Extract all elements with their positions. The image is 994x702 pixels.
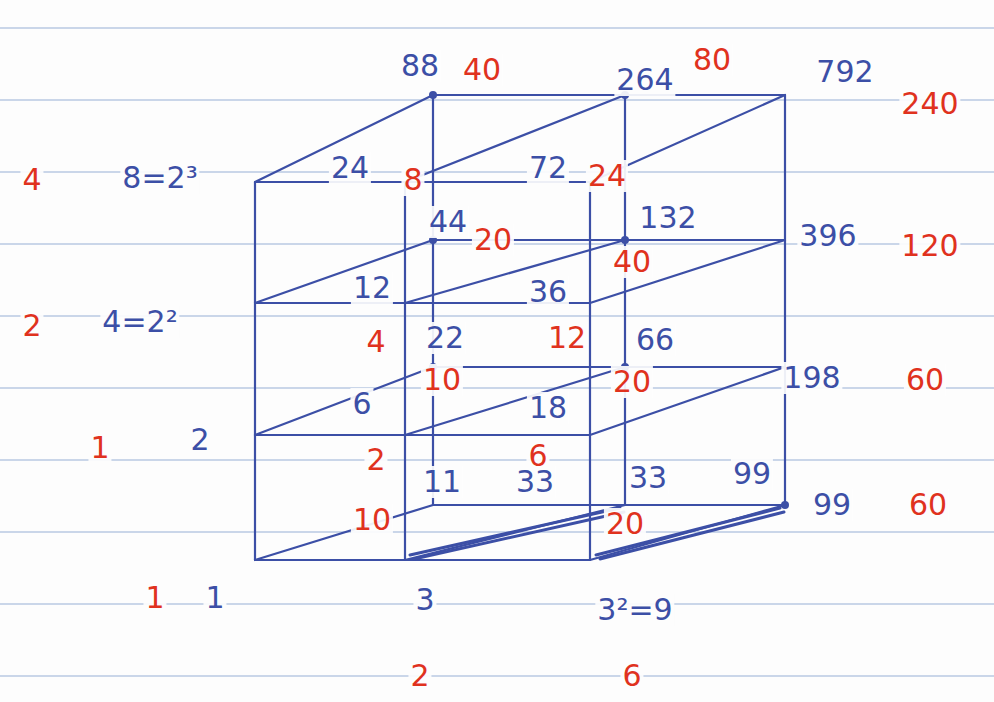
lattice-label: 80 xyxy=(691,44,733,76)
lattice-label: 99 xyxy=(731,458,773,490)
lattice-label: 18 xyxy=(527,392,569,424)
lattice-label: 10 xyxy=(351,504,393,536)
lattice-label: 72 xyxy=(527,152,569,184)
lattice-label: 24 xyxy=(586,160,628,192)
lattice-label: 22 xyxy=(424,322,466,354)
lattice-label: 132 xyxy=(637,202,698,234)
lattice-label: 66 xyxy=(634,324,676,356)
lattice-label: 4=2² xyxy=(100,306,179,338)
lattice-label: 240 xyxy=(899,88,960,120)
lattice-label: 396 xyxy=(797,220,858,252)
lattice-label: 3²=9 xyxy=(595,594,674,626)
lattice-label: 12 xyxy=(546,322,588,354)
lattice-label: 40 xyxy=(461,54,503,86)
lattice-label: 60 xyxy=(907,489,949,521)
lattice-label: 1 xyxy=(203,582,226,614)
lattice-label: 1 xyxy=(143,582,166,614)
lattice-label: 120 xyxy=(899,230,960,262)
ruled-lines xyxy=(0,28,994,676)
lattice-label: 2 xyxy=(188,424,211,456)
lattice-label: 10 xyxy=(421,364,463,396)
lattice-label: 3 xyxy=(413,584,436,616)
lattice-label: 88 xyxy=(399,50,441,82)
lattice-label: 20 xyxy=(472,224,514,256)
lattice-label: 8=2³ xyxy=(120,162,199,194)
lattice-label: 44 xyxy=(427,206,469,238)
lattice-label: 198 xyxy=(781,362,842,394)
lattice-label: 2 xyxy=(20,310,43,342)
lattice-label: 264 xyxy=(614,64,675,96)
lattice-label: 2 xyxy=(364,444,387,476)
lattice-label: 33 xyxy=(514,466,556,498)
lattice-label: 20 xyxy=(604,508,646,540)
lattice-edges xyxy=(255,95,785,560)
lattice-label: 60 xyxy=(904,364,946,396)
lattice-label: 11 xyxy=(421,466,463,498)
lattice-label: 24 xyxy=(329,152,371,184)
lattice-label: 6 xyxy=(350,388,373,420)
lattice-label: 12 xyxy=(351,272,393,304)
lattice-label: 20 xyxy=(611,366,653,398)
lattice-label: 4 xyxy=(20,164,43,196)
lattice-label: 4 xyxy=(364,326,387,358)
lattice-label: 2 xyxy=(408,660,431,692)
lattice-label: 36 xyxy=(527,276,569,308)
lattice-label: 33 xyxy=(627,462,669,494)
lattice-label: 1 xyxy=(88,432,111,464)
lattice-label: 8 xyxy=(401,164,424,196)
lattice-dots xyxy=(429,91,789,509)
lattice-label: 40 xyxy=(611,246,653,278)
lattice-label: 99 xyxy=(811,489,853,521)
lattice-label: 6 xyxy=(620,660,643,692)
lattice-label: 792 xyxy=(814,56,875,88)
